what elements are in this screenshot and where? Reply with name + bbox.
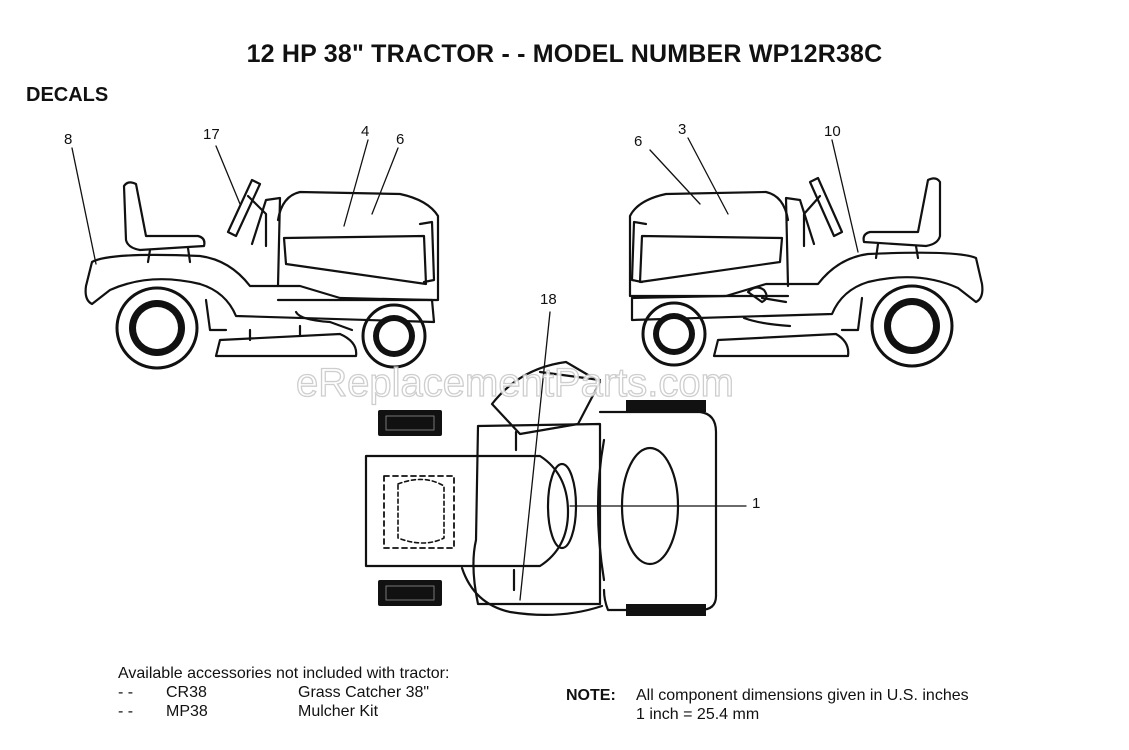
accessory-desc: Mulcher Kit xyxy=(298,703,379,720)
accessory-code: CR38 xyxy=(166,684,207,701)
accessories-heading: Available accessories not included with … xyxy=(118,665,450,682)
note-line-1: All component dimensions given in U.S. i… xyxy=(636,687,969,704)
callout-1: 1 xyxy=(752,495,760,512)
dimensions-note: NOTE: All component dimensions given in … xyxy=(566,686,969,724)
section-label: DECALS xyxy=(26,84,109,106)
tractor-right-side-view xyxy=(628,137,984,368)
accessory-desc: Grass Catcher 38" xyxy=(298,684,430,701)
accessory-code: MP38 xyxy=(166,703,208,720)
callout-8: 8 xyxy=(64,131,72,148)
callout-17: 17 xyxy=(203,126,220,143)
tractor-left-side-view xyxy=(71,139,440,370)
accessories-list: Available accessories not included with … xyxy=(118,664,449,721)
callout-6-left: 6 xyxy=(396,131,404,148)
accessory-item: - - MP38 Mulcher Kit xyxy=(118,702,449,721)
callout-10: 10 xyxy=(824,123,841,140)
callout-18: 18 xyxy=(540,291,557,308)
callout-6-right: 6 xyxy=(634,133,642,150)
diagram-title: 12 HP 38" TRACTOR - - MODEL NUMBER WP12R… xyxy=(246,40,883,68)
accessory-dash: - - xyxy=(118,684,134,701)
callout-4: 4 xyxy=(361,123,369,140)
tractor-top-view xyxy=(364,311,747,616)
callout-3: 3 xyxy=(678,121,686,138)
watermark: eReplacementParts.com xyxy=(296,361,734,405)
accessory-dash: - - xyxy=(118,703,134,720)
note-line-2: 1 inch = 25.4 mm xyxy=(636,706,760,723)
note-label: NOTE: xyxy=(566,687,616,704)
accessory-item: - - CR38 Grass Catcher 38" xyxy=(118,683,449,702)
